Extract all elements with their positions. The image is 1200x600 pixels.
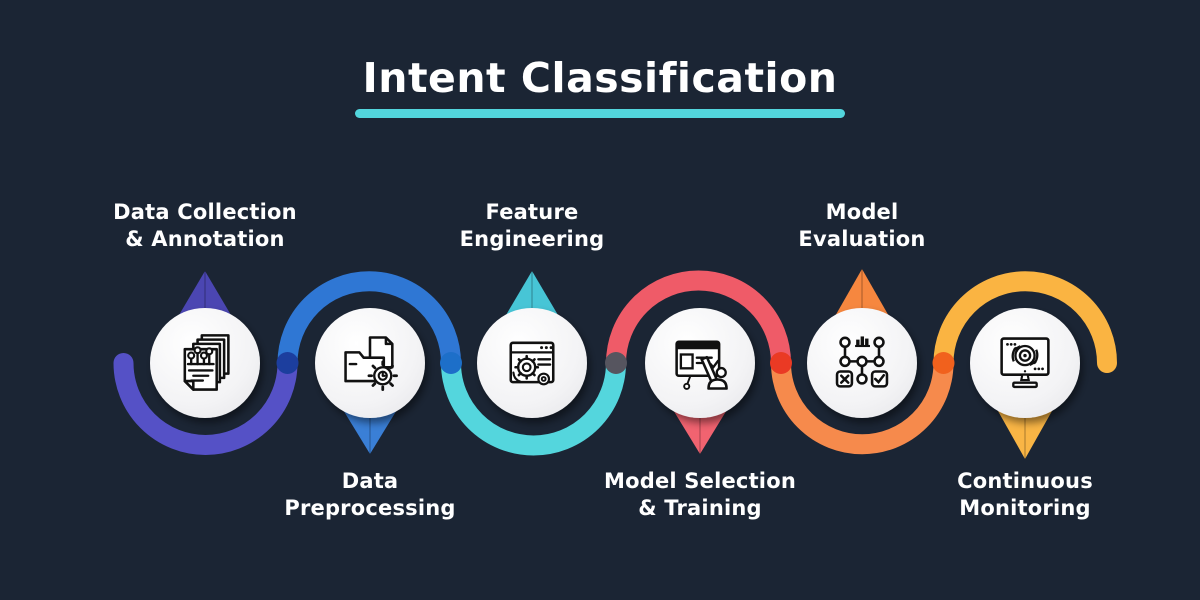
- label-line: Preprocessing: [284, 495, 456, 520]
- label-line: & Annotation: [125, 226, 285, 251]
- label-line: Engineering: [459, 226, 605, 251]
- ribbon-segment-3: [441, 353, 626, 456]
- label-line: Model: [825, 200, 899, 224]
- ribbon-segment-2: [277, 271, 461, 373]
- junction-dot-3: [605, 352, 627, 374]
- ribbon-segment-4: [606, 270, 791, 373]
- folder-gear-icon: [336, 329, 404, 397]
- monitor-sync-icon: [991, 329, 1059, 397]
- label-line: Data Collection: [113, 200, 297, 224]
- title-underline: [355, 109, 845, 118]
- step-label-continuous-monitoring: Continuous Monitoring: [885, 468, 1165, 522]
- step-label-model-selection: Model Selection & Training: [560, 468, 840, 522]
- label-line: Feature: [485, 200, 579, 224]
- window-gear-icon: [498, 329, 566, 397]
- page-title: Intent Classification: [362, 54, 838, 102]
- ribbon-segment-1: [113, 353, 298, 455]
- step-label-data-preprocessing: Data Preprocessing: [230, 468, 510, 522]
- junction-dot-5: [932, 352, 955, 374]
- flowchart-check-icon: [828, 329, 896, 397]
- ribbon-segment-6: [933, 271, 1117, 373]
- label-line: Continuous: [957, 469, 1093, 493]
- junction-dot-1: [276, 352, 299, 374]
- step-label-model-evaluation: Model Evaluation: [722, 199, 1002, 253]
- documents-annotation-icon: [171, 329, 239, 397]
- label-line: Monitoring: [959, 495, 1091, 520]
- junction-dot-2: [440, 352, 462, 374]
- junction-dot-4: [770, 352, 792, 374]
- snake-ribbon: [113, 270, 1117, 456]
- ribbon-segment-5: [771, 353, 954, 455]
- label-line: Model Selection: [604, 469, 796, 493]
- label-line: Evaluation: [798, 226, 926, 251]
- label-line: & Training: [638, 495, 762, 520]
- label-line: Data: [341, 469, 399, 493]
- step-label-feature-engineering: Feature Engineering: [392, 199, 672, 253]
- junction-dots: [276, 352, 955, 374]
- board-pointer-icon: [666, 329, 734, 397]
- step-label-data-collection: Data Collection & Annotation: [65, 199, 345, 253]
